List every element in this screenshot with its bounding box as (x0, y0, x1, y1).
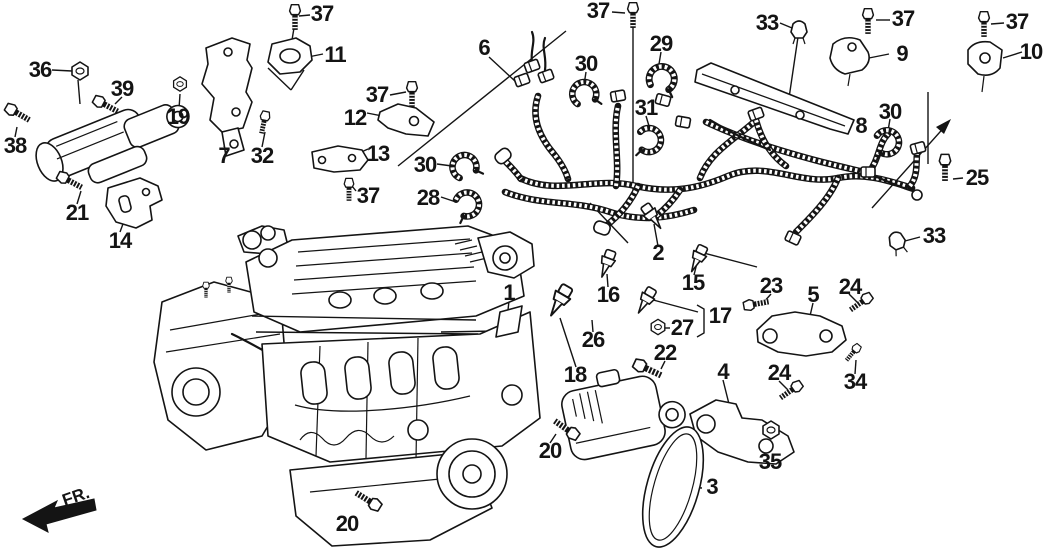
wire-harness-drawing (494, 30, 927, 247)
starter-motor-drawing (35, 104, 190, 184)
engine-block-drawing (153, 225, 541, 547)
bracket-parts-drawing (105, 36, 1003, 465)
alternator-drawing (561, 368, 686, 461)
drive-belt-drawing (641, 426, 705, 548)
fr-direction-arrow-icon (21, 498, 97, 533)
